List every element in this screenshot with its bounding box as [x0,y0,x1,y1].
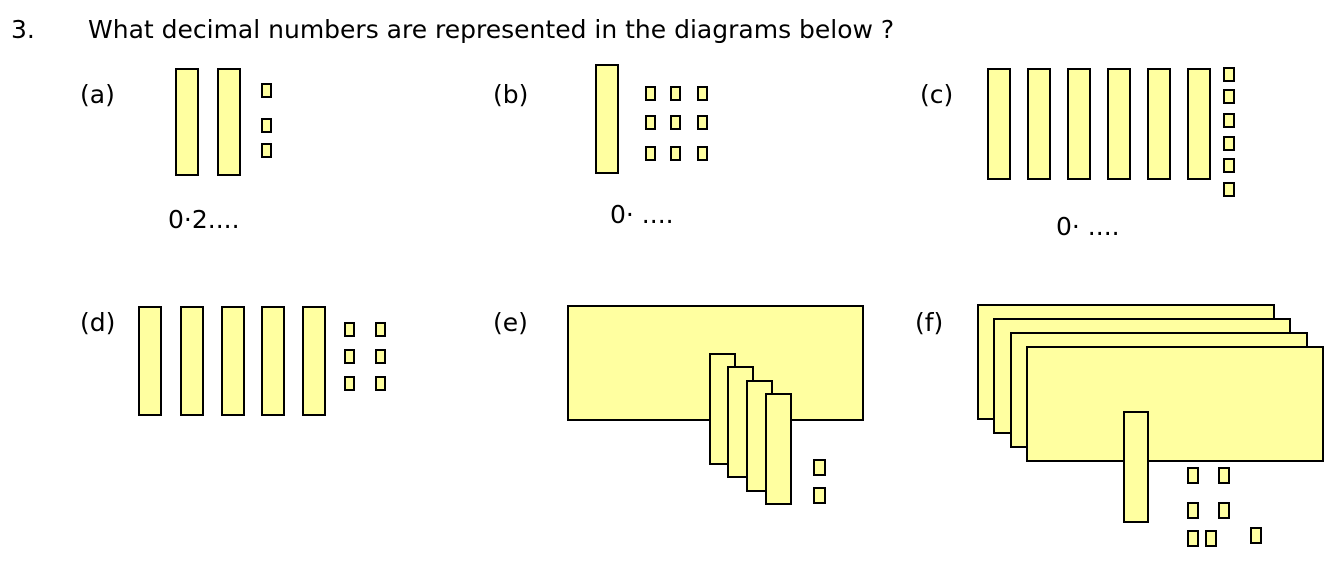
tenth-rod [595,64,619,174]
hundredth-square [375,376,386,391]
hundredth-square [1218,502,1230,519]
hundredth-square [670,115,681,130]
hundredth-square [1223,89,1235,104]
diagram-label-f: (f) [915,308,944,337]
tenth-rod [138,306,162,416]
hundredth-square [1223,136,1235,151]
diagram-label-e: (e) [493,308,528,337]
tenth-rod [180,306,204,416]
hundredth-square [344,349,355,364]
tenth-rod [1107,68,1131,180]
hundredth-square [1205,530,1217,547]
hundredth-square [1187,530,1199,547]
question-number: 3. [11,15,35,44]
tenth-rod [765,393,792,505]
diagram-label-a: (a) [80,80,115,109]
tenth-rod [175,68,199,176]
hundredth-square [813,459,826,476]
hundredth-square [1187,467,1199,484]
hundredth-square [645,115,656,130]
tenth-rod [1123,411,1149,523]
tenth-rod [987,68,1011,180]
hundredth-square [1250,527,1262,544]
hundredth-square [1223,67,1235,82]
hundredth-square [344,376,355,391]
hundredth-square [645,86,656,101]
hundredth-square [344,322,355,337]
tenth-rod [1147,68,1171,180]
tenth-rod [1067,68,1091,180]
hundredth-square [375,322,386,337]
tenth-rod [1187,68,1211,180]
hundredth-square [1218,467,1230,484]
diagram-label-c: (c) [920,80,954,109]
unit-flat [1026,346,1324,462]
hundredth-square [670,86,681,101]
hundredth-square [1223,158,1235,173]
hundredth-square [697,115,708,130]
hundredth-square [1187,502,1199,519]
hundredth-square [261,118,272,133]
hundredth-square [261,83,272,98]
hundredth-square [375,349,386,364]
diagram-label-d: (d) [80,308,116,337]
answer-c: 0· .... [1056,212,1120,241]
hundredth-square [813,487,826,504]
tenth-rod [261,306,285,416]
hundredth-square [1223,182,1235,197]
question-text: What decimal numbers are represented in … [88,15,895,44]
tenth-rod [221,306,245,416]
hundredth-square [645,146,656,161]
hundredth-square [697,146,708,161]
answer-a: 0·2.... [168,205,240,234]
tenth-rod [1027,68,1051,180]
tenth-rod [302,306,326,416]
hundredth-square [261,143,272,158]
answer-b: 0· .... [610,200,674,229]
hundredth-square [697,86,708,101]
diagram-label-b: (b) [493,80,529,109]
hundredth-square [670,146,681,161]
tenth-rod [217,68,241,176]
hundredth-square [1223,113,1235,128]
